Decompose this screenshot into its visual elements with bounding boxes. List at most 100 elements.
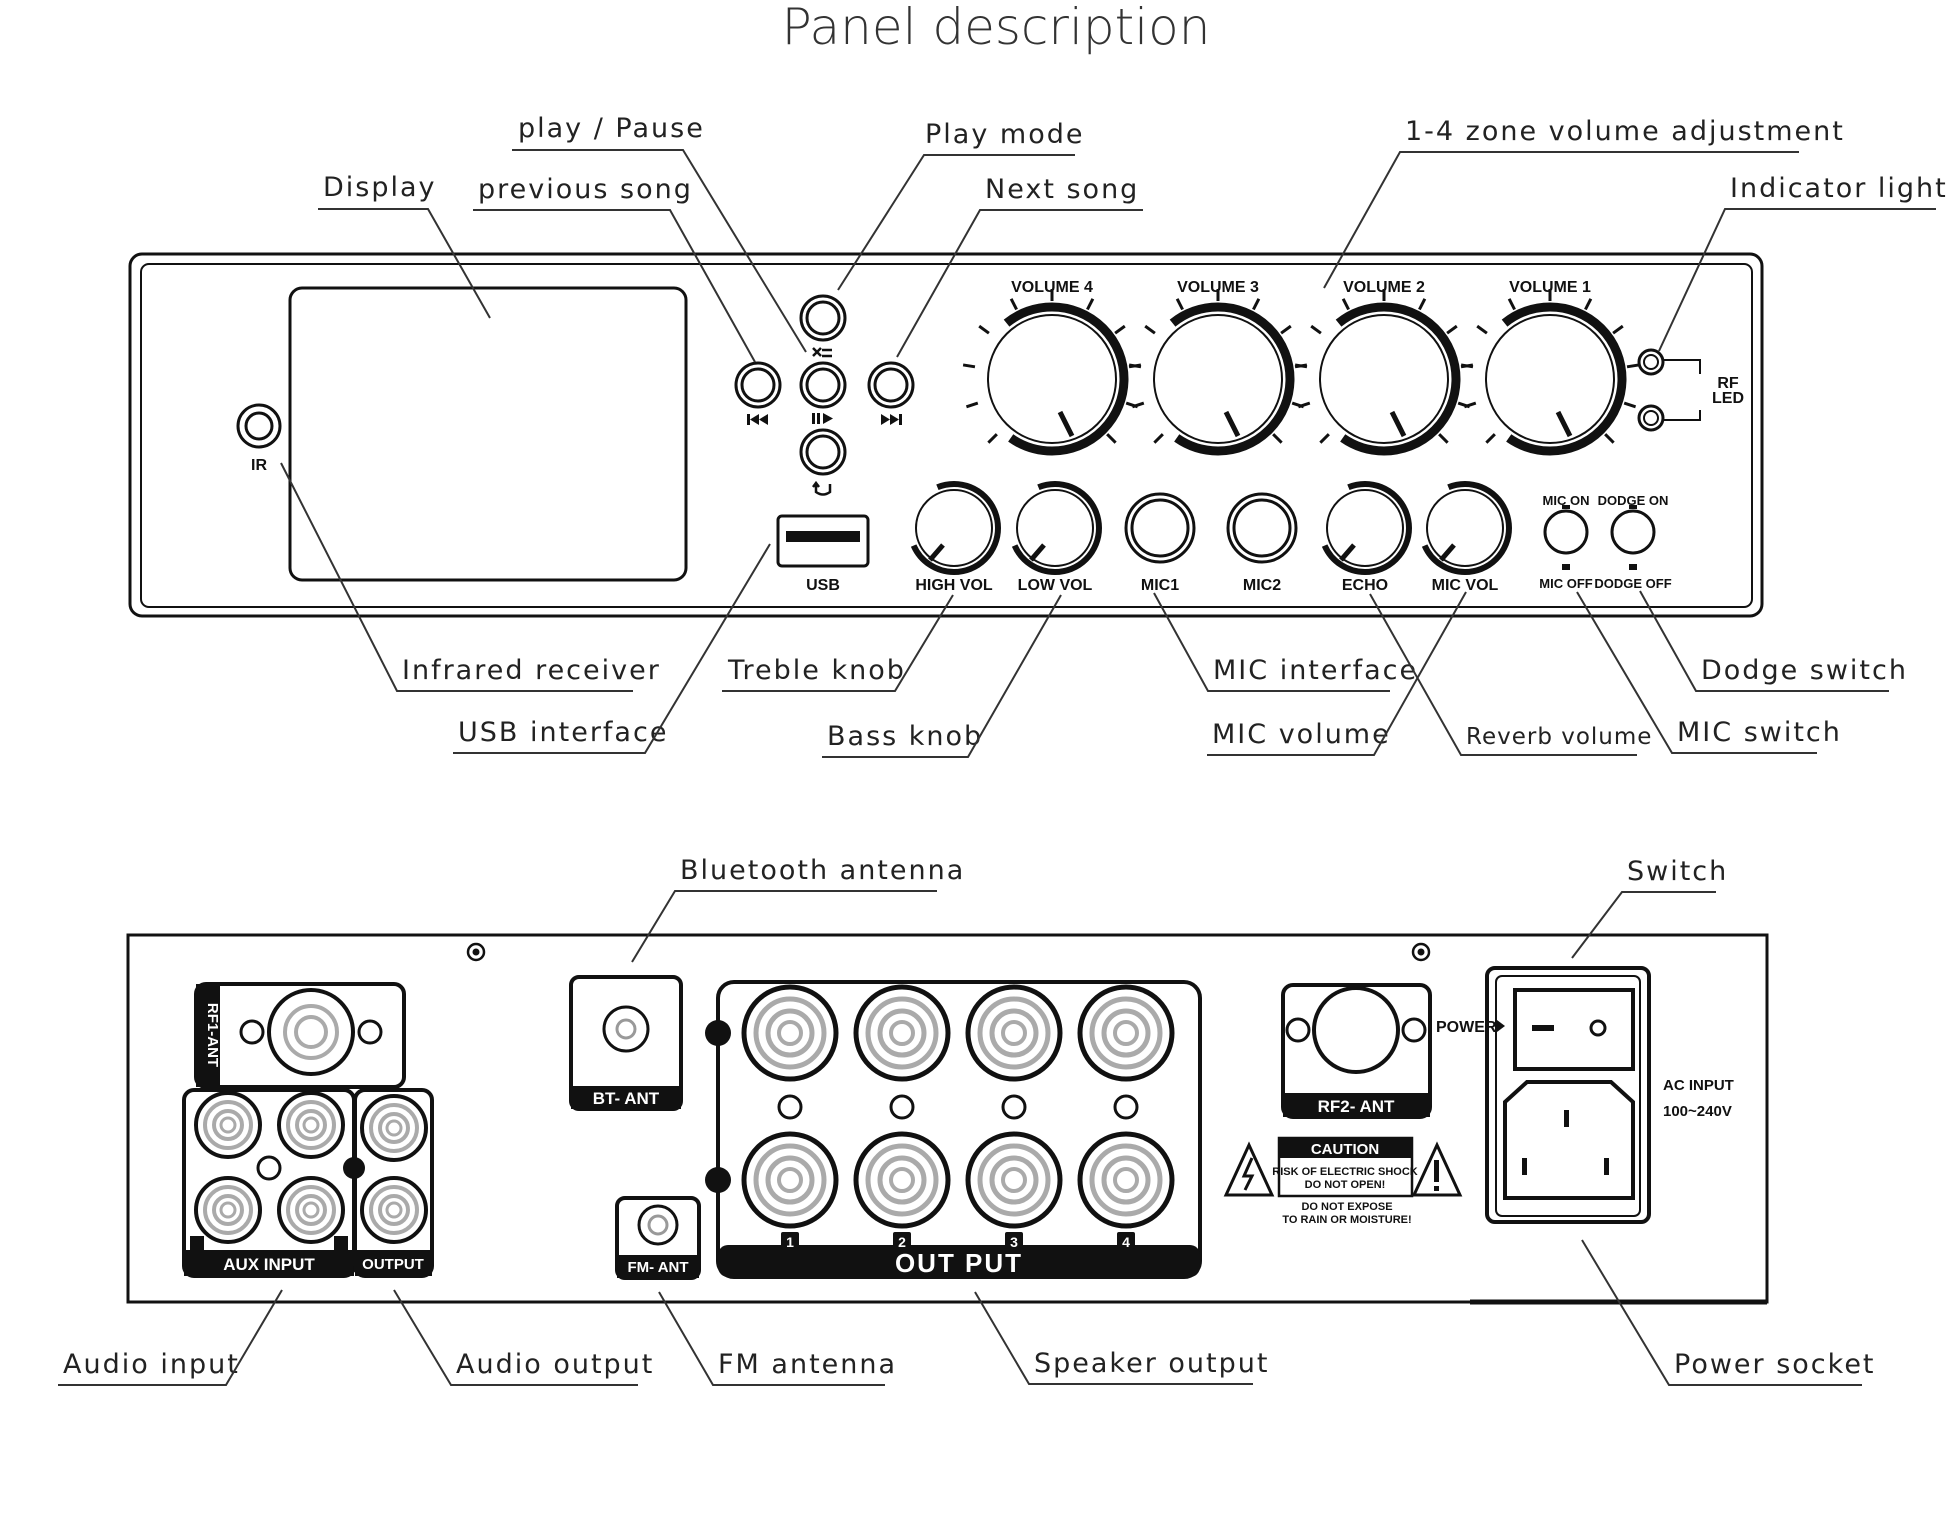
svg-text:TO RAIN OR MOISTURE!: TO RAIN OR MOISTURE! <box>1282 1214 1411 1226</box>
front-panel: IR <box>128 252 1764 618</box>
low-vol-knob[interactable]: LOW VOL <box>1008 481 1102 594</box>
caution-label: CAUTION RISK OF ELECTRIC SHOCK DO NOT OP… <box>1223 1136 1463 1226</box>
page-title: Panel description <box>782 0 1211 56</box>
callout-switch: Switch <box>1627 856 1728 887</box>
callout-play-pause: play / Pause <box>518 113 705 144</box>
callout-mic-volume: MIC volume <box>1212 719 1391 750</box>
rf-indicator-led: RF LED <box>1637 348 1744 432</box>
svg-text:MIC VOL: MIC VOL <box>1432 577 1499 594</box>
usb-port[interactable]: USB <box>776 514 870 594</box>
svg-text:LOW VOL: LOW VOL <box>1018 577 1093 594</box>
fm-ant-connector[interactable]: FM- ANT <box>615 1196 701 1280</box>
svg-text:DO NOT OPEN!: DO NOT OPEN! <box>1305 1179 1386 1191</box>
svg-text:FM- ANT: FM- ANT <box>627 1259 688 1276</box>
callout-zone-volume: 1-4 zone volume adjustment <box>1405 116 1845 147</box>
volume-3-knob[interactable]: VOLUME 3 <box>1128 279 1308 456</box>
svg-text:ECHO: ECHO <box>1342 577 1388 594</box>
svg-text:USB: USB <box>806 577 840 594</box>
shuffle-icon <box>812 347 832 358</box>
svg-text:RISK OF ELECTRIC SHOCK: RISK OF ELECTRIC SHOCK <box>1272 1166 1418 1178</box>
callout-usb-interface: USB interface <box>458 717 668 748</box>
rear-panel: RF1-ANT AUX INPUT OUTPUT <box>126 933 1769 1305</box>
svg-text:OUTPUT: OUTPUT <box>362 1256 424 1273</box>
svg-text:CAUTION: CAUTION <box>1311 1141 1379 1158</box>
svg-text:DO NOT EXPOSE: DO NOT EXPOSE <box>1301 1201 1392 1213</box>
callout-next-song: Next song <box>985 174 1139 205</box>
warning-icon <box>1411 1141 1463 1197</box>
svg-text:RF2- ANT: RF2- ANT <box>1318 1097 1395 1116</box>
svg-text:BT- ANT: BT- ANT <box>593 1089 660 1108</box>
previous-icon <box>747 414 768 425</box>
svg-text:MIC1: MIC1 <box>1141 577 1179 594</box>
callout-audio-output: Audio output <box>456 1349 654 1380</box>
callout-bluetooth-antenna: Bluetooth antenna <box>680 855 965 886</box>
echo-knob[interactable]: ECHO <box>1318 481 1412 594</box>
dodge-switch[interactable]: DODGE ON DODGE OFF <box>1594 493 1671 591</box>
rear-callouts: Bluetooth antenna Switch Audio input Aud… <box>58 855 1876 1386</box>
callout-mic-switch: MIC switch <box>1677 717 1842 748</box>
next-icon <box>881 414 902 425</box>
svg-text:MIC2: MIC2 <box>1243 577 1281 594</box>
power-switch[interactable]: POWER <box>1436 966 1651 1224</box>
callout-fm-antenna: FM antenna <box>718 1349 897 1380</box>
callout-infrared-receiver: Infrared receiver <box>402 655 661 686</box>
volume-4-knob[interactable]: VOLUME 4 <box>962 279 1142 456</box>
svg-text:MIC ON: MIC ON <box>1543 493 1590 508</box>
repeat-button[interactable] <box>799 428 847 496</box>
rf1-ant-connector[interactable]: RF1-ANT <box>194 982 406 1089</box>
callout-speaker-output: Speaker output <box>1034 1348 1269 1379</box>
play-pause-button[interactable] <box>799 361 847 424</box>
display-screen <box>288 286 688 582</box>
ac-range-label: 100~240V <box>1663 1103 1732 1120</box>
svg-text:2: 2 <box>898 1234 906 1250</box>
warning-icon <box>1223 1141 1275 1197</box>
svg-text:DODGE OFF: DODGE OFF <box>1594 576 1671 591</box>
mic2-jack[interactable]: MIC2 <box>1226 492 1298 594</box>
play-pause-icon <box>812 413 833 424</box>
mic-switch[interactable]: MIC ON MIC OFF <box>1539 493 1592 591</box>
callout-display: Display <box>323 172 437 203</box>
callout-play-mode: Play mode <box>925 119 1084 150</box>
svg-text:VOLUME 1: VOLUME 1 <box>1509 279 1591 296</box>
svg-text:OUT PUT: OUT PUT <box>895 1248 1023 1278</box>
svg-text:VOLUME 3: VOLUME 3 <box>1177 279 1259 296</box>
rf2-ant-connector[interactable]: RF2- ANT <box>1281 983 1432 1119</box>
callout-power-socket: Power socket <box>1674 1349 1876 1380</box>
svg-text:4: 4 <box>1122 1234 1130 1250</box>
svg-text:LED: LED <box>1712 390 1744 407</box>
play-mode-button[interactable] <box>799 294 847 358</box>
volume-2-knob[interactable]: VOLUME 2 <box>1294 279 1474 456</box>
power-socket[interactable] <box>1503 1080 1635 1200</box>
next-song-button[interactable] <box>867 361 915 425</box>
callout-indicator-light: Indicator light <box>1730 173 1948 204</box>
ac-input-label: AC INPUT <box>1663 1077 1734 1094</box>
svg-text:HIGH VOL: HIGH VOL <box>915 577 993 594</box>
aux-input-block[interactable]: AUX INPUT <box>182 1088 356 1278</box>
callout-reverb-volume: Reverb volume <box>1466 724 1652 750</box>
bt-ant-connector[interactable]: BT- ANT <box>569 975 683 1111</box>
callout-dodge-switch: Dodge switch <box>1701 655 1908 686</box>
svg-text:RF: RF <box>1717 375 1739 392</box>
svg-text:IR: IR <box>251 457 267 474</box>
callout-treble-knob: Treble knob <box>727 655 906 686</box>
mic-vol-knob[interactable]: MIC VOL <box>1418 481 1512 594</box>
svg-text:1: 1 <box>786 1234 794 1250</box>
ir-receiver: IR <box>236 403 282 474</box>
high-vol-knob[interactable]: HIGH VOL <box>907 481 1001 594</box>
callout-previous-song: previous song <box>478 174 693 205</box>
repeat-icon <box>812 480 832 496</box>
mic1-jack[interactable]: MIC1 <box>1124 492 1196 594</box>
audio-output-block[interactable]: OUTPUT <box>343 1088 434 1278</box>
speaker-output-block[interactable]: OUT PUT 1 2 3 4 <box>705 980 1202 1279</box>
svg-text:DODGE ON: DODGE ON <box>1598 493 1669 508</box>
svg-text:3: 3 <box>1010 1234 1018 1250</box>
volume-1-knob[interactable]: VOLUME 1 <box>1460 279 1640 456</box>
svg-text:VOLUME 4: VOLUME 4 <box>1011 279 1093 296</box>
svg-text:RF1-ANT: RF1-ANT <box>204 1003 221 1067</box>
callout-mic-interface: MIC interface <box>1213 655 1418 686</box>
svg-text:AUX INPUT: AUX INPUT <box>223 1255 315 1274</box>
svg-text:POWER: POWER <box>1436 1019 1497 1036</box>
svg-text:VOLUME 2: VOLUME 2 <box>1343 279 1425 296</box>
previous-song-button[interactable] <box>734 361 782 425</box>
